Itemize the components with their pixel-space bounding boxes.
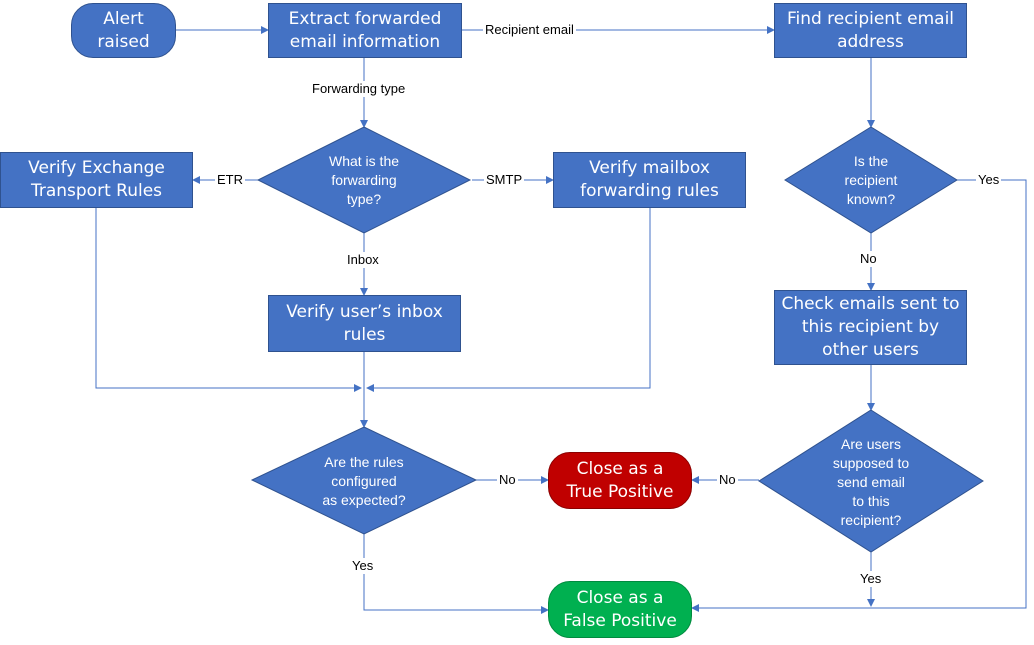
edge-label-no-rules: No — [497, 472, 518, 488]
edge-label-yes-known: Yes — [976, 172, 1002, 188]
edge-label-etr: ETR — [215, 172, 245, 188]
verify-inbox-node: Verify user’s inbox rules — [268, 295, 461, 352]
edge-label-no-known: No — [858, 251, 879, 267]
check-emails-node: Check emails sent to this recipient by o… — [774, 290, 967, 365]
edge-etr-merge — [95, 208, 362, 392]
forwarding-type-decision-shape — [256, 126, 472, 234]
rules-configured-decision-shape — [250, 426, 478, 535]
verify-mailbox-node: Verify mailbox forwarding rules — [553, 152, 746, 208]
edge-label-yes-users: Yes — [858, 571, 884, 587]
edge-label-yes-rules: Yes — [350, 558, 376, 574]
edge-label-smtp: SMTP — [484, 172, 525, 188]
close-true-positive-node: Close as a True Positive — [548, 452, 692, 509]
edge-label-no-users: No — [717, 472, 738, 488]
edge-rules-yes-to-false-positive — [363, 534, 549, 614]
extract-info-node: Extract forwarded email information — [268, 3, 462, 58]
users-supposed-decision-label: Are users supposed to send email to this… — [832, 435, 910, 528]
alert-raised-node: Alert raised — [71, 3, 176, 58]
recipient-known-decision-label: Is the recipient known? — [844, 152, 898, 207]
forwarding-type-decision-label: What is the forwarding type? — [328, 152, 400, 207]
rules-configured-decision-label: Are the rules configured as expected? — [322, 453, 406, 508]
edge-label-inbox: Inbox — [345, 252, 381, 268]
recipient-known-decision-shape — [784, 126, 958, 234]
find-recipient-node: Find recipient email address — [774, 3, 967, 58]
verify-etr-node: Verify Exchange Transport Rules — [0, 152, 193, 208]
edge-label-recipient-email: Recipient email — [483, 22, 576, 38]
close-false-positive-node: Close as a False Positive — [548, 581, 692, 638]
edge-mailbox-merge — [366, 208, 651, 392]
users-supposed-decision-shape — [758, 409, 984, 553]
edge-label-forwarding-type: Forwarding type — [310, 81, 408, 97]
